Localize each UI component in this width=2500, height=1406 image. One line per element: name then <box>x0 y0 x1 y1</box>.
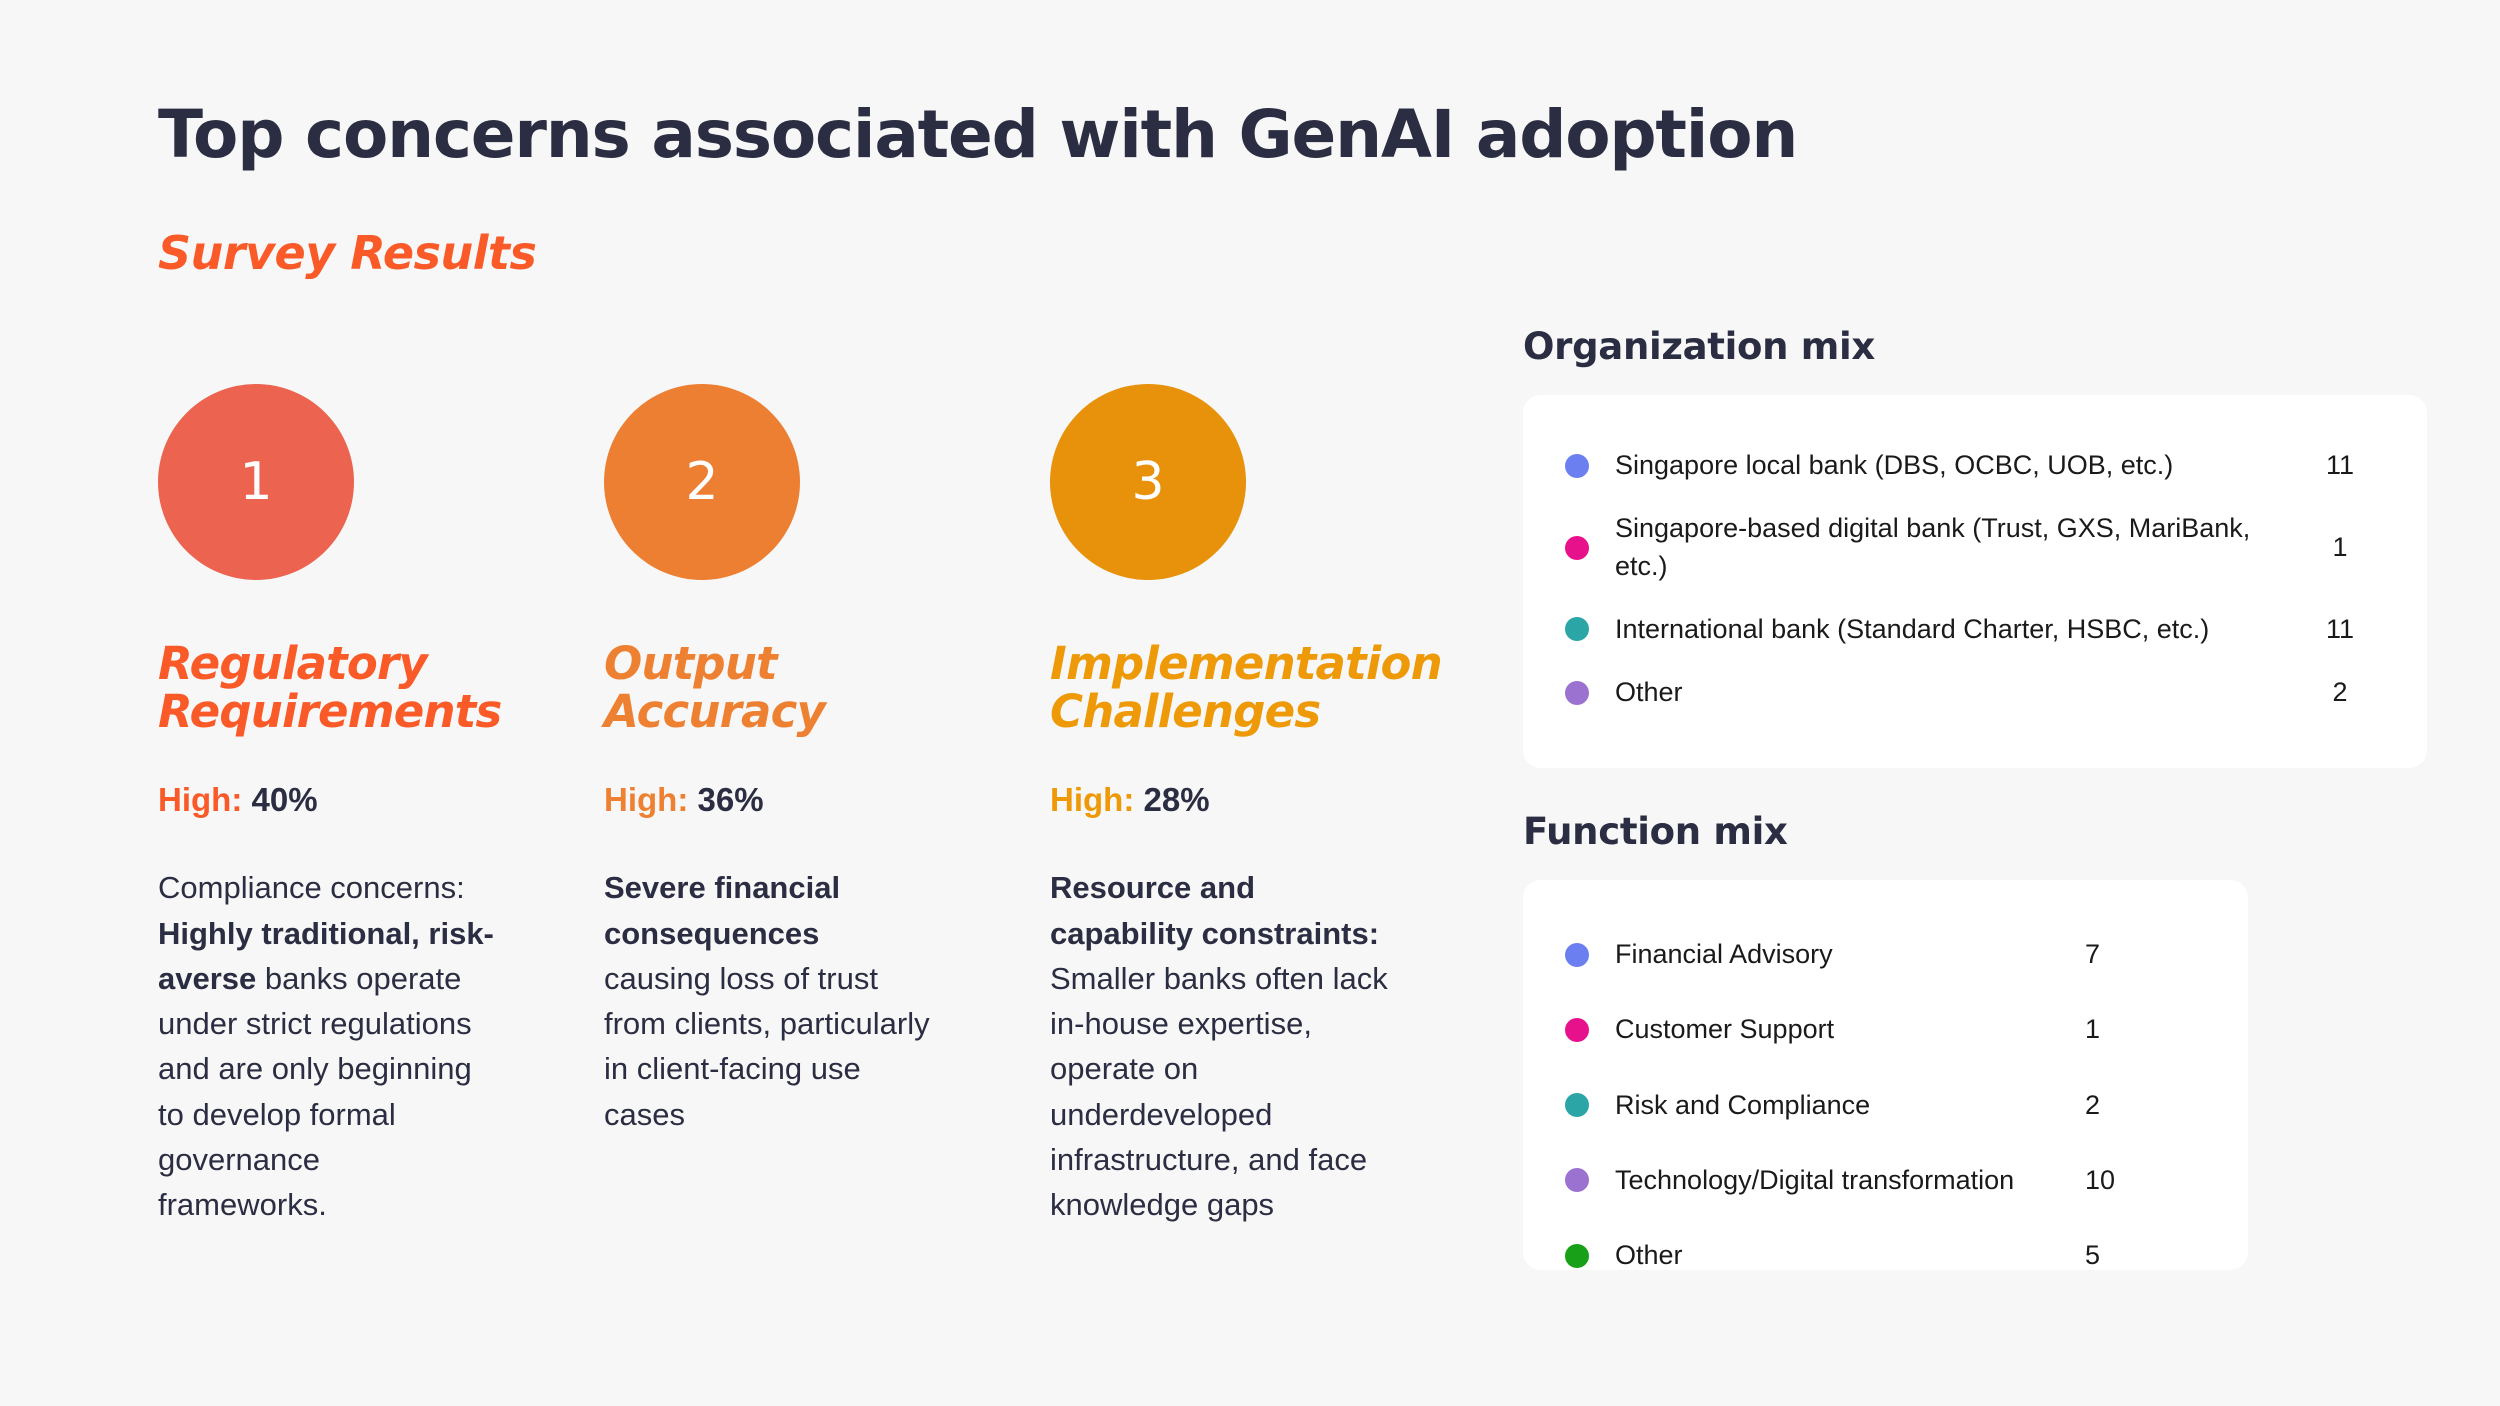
organization-mix-row-value: 2 <box>2332 677 2348 708</box>
rank-number-3: 3 <box>1131 452 1165 512</box>
list-item: Singapore local bank (DBS, OCBC, UOB, et… <box>1523 447 2427 484</box>
concern-body-rest-1: banks operate under strict regulations a… <box>158 960 472 1223</box>
function-mix-row-label: Customer Support <box>1615 1014 1835 1045</box>
list-item: Customer Support 1 <box>1523 1011 2248 1048</box>
function-mix-row-label: Risk and Compliance <box>1615 1089 1871 1120</box>
concern-stat-label-1: High: <box>158 781 243 819</box>
legend-dot-icon <box>1565 942 1589 967</box>
concern-heading-2: Output Accuracy <box>604 637 826 738</box>
legend-dot-icon <box>1565 535 1589 560</box>
concern-stat-2: High: 36% <box>604 781 982 819</box>
concern-body-rest-2: causing loss of trust from clients, part… <box>604 960 930 1132</box>
concern-column-2: 2 Output Accuracy High: 36% Severe finan… <box>604 384 982 1227</box>
organization-mix-row-label: Singapore-based digital bank (Trust, GXS… <box>1615 513 2251 581</box>
concern-stat-label-2: High: <box>604 781 689 819</box>
concern-stat-1: High: 40% <box>158 781 536 819</box>
concern-stat-3: High: 28% <box>1050 781 1428 819</box>
function-mix-row-value: 7 <box>2085 939 2101 970</box>
concern-body-lead-1: Compliance concerns: <box>158 870 465 906</box>
list-item: Other 2 <box>1523 674 2427 711</box>
function-mix-title: Function mix <box>1523 810 1788 853</box>
organization-mix-row-label: Other <box>1615 677 1683 707</box>
concern-body-bold-3: Resource and capability constraints: <box>1050 870 1380 951</box>
concern-body-3: Resource and capability constraints: Sma… <box>1050 865 1400 1227</box>
legend-dot-icon <box>1565 1093 1589 1118</box>
concern-stat-value-2: 36% <box>697 781 764 819</box>
page-title: Top concerns associated with GenAI adopt… <box>158 96 1798 173</box>
function-mix-row-label: Technology/Digital transformation <box>1615 1164 2015 1195</box>
concern-heading-3: Implementation Challenges <box>1050 637 1443 738</box>
list-item: Risk and Compliance 2 <box>1523 1087 2248 1124</box>
rank-number-2: 2 <box>685 452 719 512</box>
organization-mix-row-label: Singapore local bank (DBS, OCBC, UOB, et… <box>1615 450 2174 480</box>
function-mix-row-label: Other <box>1615 1240 1683 1270</box>
organization-mix-card: Singapore local bank (DBS, OCBC, UOB, et… <box>1523 395 2427 768</box>
rank-bubble-1: 1 <box>158 384 354 580</box>
rank-bubble-3: 3 <box>1050 384 1246 580</box>
concerns-row: 1 Regulatory Requirements High: 40% Comp… <box>158 384 1443 1227</box>
function-mix-row-value: 1 <box>2085 1014 2101 1045</box>
legend-dot-icon <box>1565 1017 1589 1042</box>
concern-body-1: Compliance concerns: Highly traditional,… <box>158 865 496 1227</box>
concern-stat-value-3: 28% <box>1143 781 1210 819</box>
concern-body-rest-3: Smaller banks often lack in-house expert… <box>1050 960 1388 1223</box>
list-item: International bank (Standard Charter, HS… <box>1523 611 2427 648</box>
organization-mix-section: Organization mix Singapore local bank (D… <box>1523 325 2427 768</box>
list-item: Technology/Digital transformation 10 <box>1523 1162 2248 1199</box>
legend-dot-icon <box>1565 680 1589 705</box>
concern-stat-label-3: High: <box>1050 781 1135 819</box>
organization-mix-title: Organization mix <box>1523 325 1875 368</box>
list-item: Singapore-based digital bank (Trust, GXS… <box>1523 510 2427 585</box>
page-subtitle: Survey Results <box>158 226 537 280</box>
rank-number-1: 1 <box>239 452 273 512</box>
concern-column-1: 1 Regulatory Requirements High: 40% Comp… <box>158 384 536 1227</box>
concern-heading-1: Regulatory Requirements <box>158 637 502 738</box>
organization-mix-row-value: 11 <box>2325 450 2355 481</box>
organization-mix-row-value: 1 <box>2332 532 2348 562</box>
list-item: Other 5 <box>1523 1237 2248 1274</box>
legend-dot-icon <box>1565 1168 1589 1193</box>
organization-mix-list: Singapore local bank (DBS, OCBC, UOB, et… <box>1523 447 2427 711</box>
concern-stat-value-1: 40% <box>251 781 318 819</box>
organization-mix-row-value: 11 <box>2325 613 2355 644</box>
concern-body-2: Severe financial consequences causing lo… <box>604 865 934 1137</box>
legend-dot-icon <box>1565 617 1589 642</box>
function-mix-row-value: 5 <box>2085 1240 2101 1271</box>
function-mix-row-label: Financial Advisory <box>1615 939 1833 969</box>
function-mix-row-value: 10 <box>2085 1164 2116 1195</box>
rank-bubble-2: 2 <box>604 384 800 580</box>
function-mix-row-value: 2 <box>2085 1089 2101 1120</box>
concern-body-bold-1: Highly traditional, risk-averse <box>158 915 494 996</box>
concern-body-bold-2: Severe financial consequences <box>604 870 841 951</box>
list-item: Financial Advisory 7 <box>1523 936 2248 973</box>
organization-mix-row-label: International bank (Standard Charter, HS… <box>1615 613 2210 644</box>
legend-dot-icon <box>1565 453 1589 478</box>
concern-column-3: 3 Implementation Challenges High: 28% Re… <box>1050 384 1443 1227</box>
legend-dot-icon <box>1565 1243 1589 1268</box>
